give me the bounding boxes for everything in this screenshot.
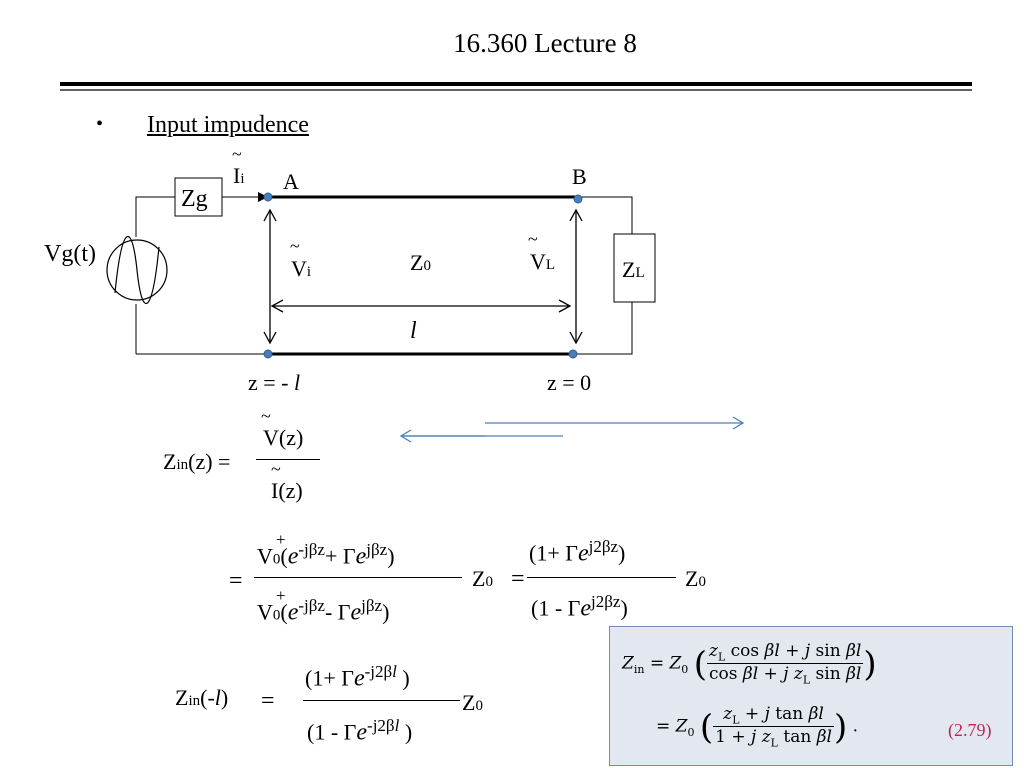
tilde-mark: ~ — [290, 236, 300, 256]
length-label: l — [410, 318, 417, 344]
z-right-label: z = 0 — [547, 370, 592, 395]
denominator-expression: V0(e-jβz- Γejβz) — [257, 596, 390, 626]
fraction-bar — [527, 577, 676, 578]
zl-box — [613, 233, 656, 303]
zin-neg-l-lhs: Zin(-l) — [175, 685, 229, 710]
current-arrowhead — [258, 192, 268, 202]
zl-label: ZL — [622, 257, 645, 282]
fraction-bar — [254, 577, 462, 578]
v-z-numerator: V(z) — [263, 425, 304, 450]
fraction-bar — [256, 459, 320, 460]
equation-number: (2.79) — [948, 720, 992, 740]
z0-term: Z0 — [472, 566, 493, 591]
wire-top-left — [135, 196, 175, 237]
numerator-expression: V0(e-jβz+ Γejβz) — [257, 540, 395, 570]
z0-label: Z0 — [410, 250, 431, 275]
zg-box — [174, 177, 223, 217]
plus-superscript: + — [276, 586, 286, 605]
sine-icon — [114, 236, 160, 304]
zin-neg-l-numerator: (1+ Γe-j2βl ) — [305, 662, 410, 692]
bullet-text: Input impudence — [147, 112, 309, 138]
vl-label: VL — [530, 249, 556, 274]
equals-sign: = — [511, 566, 525, 592]
gamma-numerator: (1+ Γej2βz) — [529, 537, 626, 567]
vi-label: Vi — [291, 256, 312, 281]
plus-superscript: + — [276, 530, 286, 549]
node-b-bottom — [568, 349, 578, 359]
tilde-mark: ~ — [271, 459, 281, 479]
fraction-bar — [303, 700, 460, 701]
source-label: Vg(t) — [44, 241, 96, 267]
equals-sign: = — [229, 568, 243, 594]
node-a-top — [263, 192, 273, 202]
tilde-mark: ~ — [261, 406, 271, 426]
tilde-mark: ~ — [232, 144, 242, 164]
current-label: Ii — [233, 163, 245, 188]
node-b-top — [573, 194, 583, 204]
node-a-bottom — [263, 349, 273, 359]
zin-lhs: Zin(z) = — [163, 449, 231, 474]
wire-load-bottom — [573, 302, 633, 355]
z0-term: Z0 — [462, 690, 483, 715]
gamma-denominator: (1 - Γej2βz) — [531, 592, 628, 622]
page-title: 16.360 Lecture 8 — [453, 28, 637, 58]
node-a-label: A — [283, 169, 299, 194]
wire-load-top — [578, 196, 633, 234]
zin-neg-l-denominator: (1 - Γe-j2βl ) — [307, 716, 413, 746]
i-z-denominator: I(z) — [271, 478, 303, 503]
z-left-label: z = - l — [248, 370, 301, 395]
zg-label: Zg — [181, 186, 208, 212]
bullet-marker: • — [96, 113, 104, 135]
equals-sign: = — [261, 688, 275, 714]
node-b-label: B — [572, 164, 587, 189]
z0-term: Z0 — [685, 566, 706, 591]
tilde-mark: ~ — [528, 229, 538, 249]
